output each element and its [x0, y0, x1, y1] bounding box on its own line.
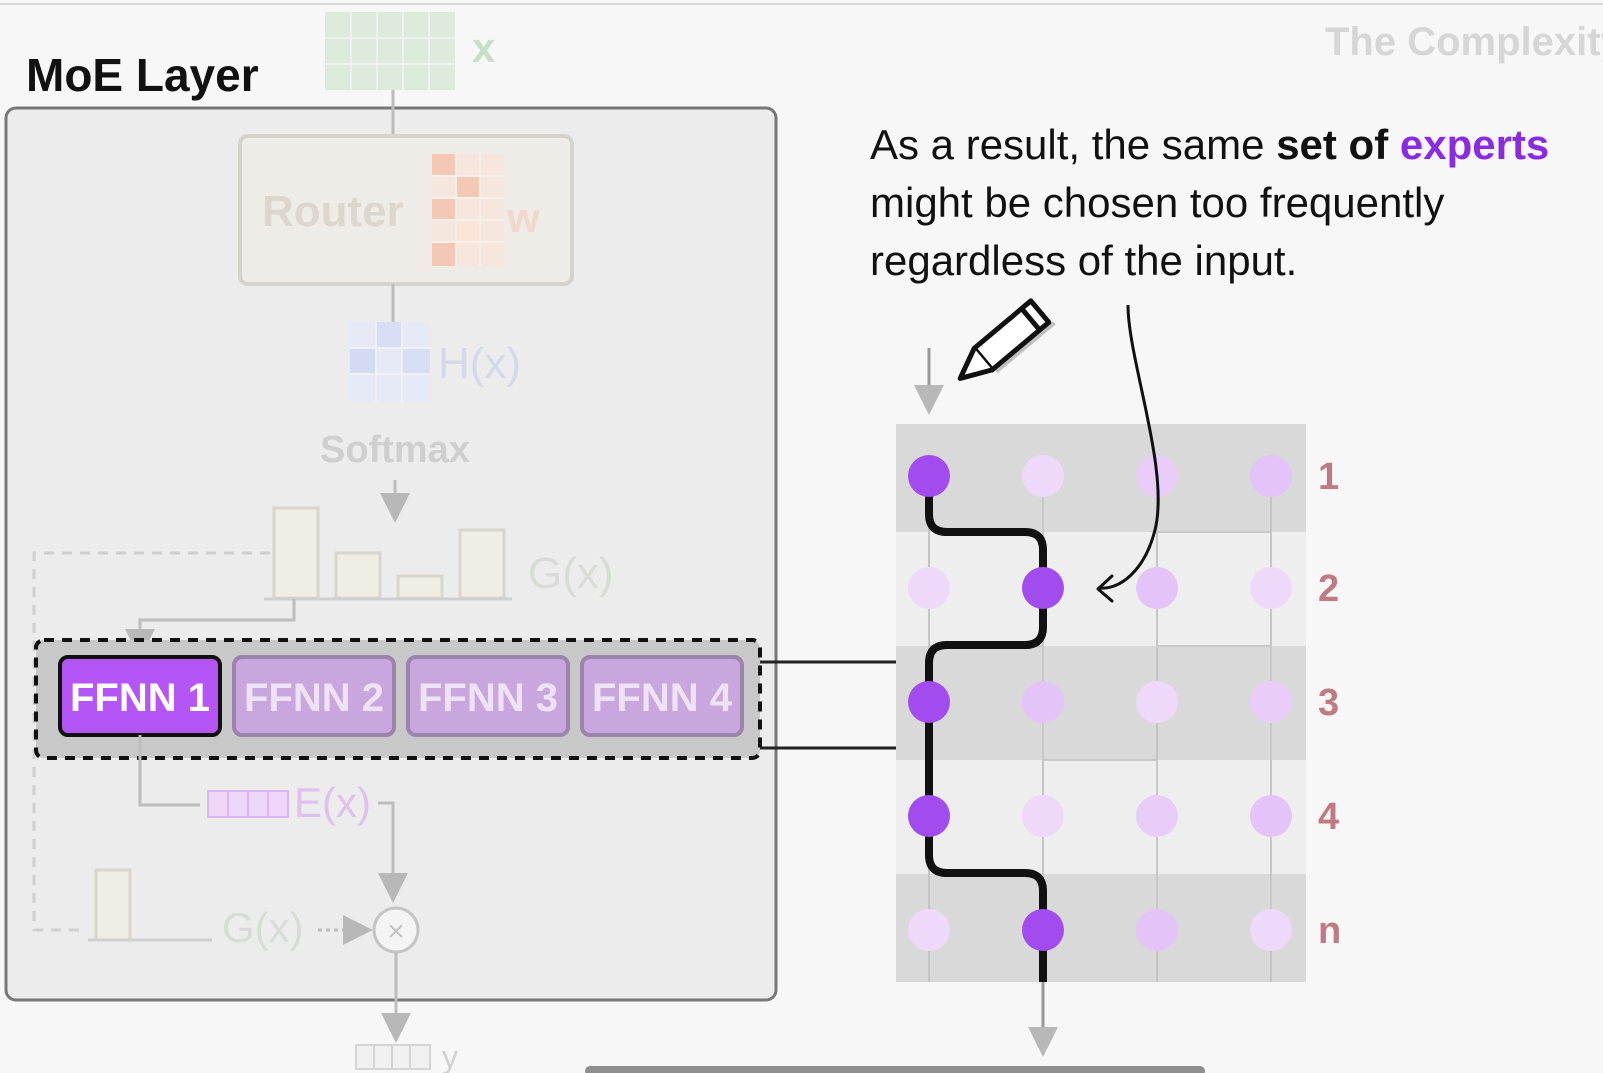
multiply-symbol: ×: [387, 915, 405, 948]
expert-dot: [1136, 909, 1178, 951]
expert-dot: [1022, 455, 1064, 497]
output-vector: [355, 1044, 431, 1070]
expert-dot: [1250, 455, 1292, 497]
caption-part2: might be chosen too frequently: [870, 179, 1445, 226]
grid-row-label: n: [1318, 910, 1341, 952]
annotation-arrowhead: [1096, 574, 1114, 603]
grid-row-label: 1: [1318, 456, 1339, 498]
caption-bold: set of: [1276, 121, 1400, 168]
caption-accent: experts: [1399, 121, 1550, 168]
bottom-gate-bar: [94, 868, 132, 942]
softmax-label: Softmax: [320, 429, 470, 471]
gate-bar-chart: [272, 506, 506, 600]
expert-dot: [1136, 795, 1178, 837]
ex-label: E(x): [294, 779, 371, 826]
expert-ffnn-4[interactable]: FFNN 4: [580, 655, 744, 737]
selected-expert-dot: [908, 795, 950, 837]
expert-dot: [1250, 909, 1292, 951]
selected-expert-dot: [908, 681, 950, 723]
gate-to-expert-connector: [125, 599, 296, 659]
expert-dot: [1022, 681, 1064, 723]
expert-label: FFNN 4: [592, 676, 733, 720]
expert-ffnn-3[interactable]: FFNN 3: [406, 655, 570, 737]
gate-dashed-path: [32, 551, 270, 932]
expert-dot: [1022, 795, 1064, 837]
ex-to-multiply-arrow: [378, 801, 408, 903]
moe-panel: [4, 106, 778, 1002]
multiply-icon: ×: [372, 906, 420, 954]
expert-label: FFNN 3: [418, 676, 558, 720]
annotation-arrow: [1099, 304, 1160, 590]
ex-vector: [207, 790, 289, 818]
expert-selection-grid: 1 2 3 4 n: [896, 424, 1341, 1057]
grid-row-band: [896, 760, 1306, 874]
selected-route-path: [925, 476, 1047, 982]
expert-dot: [1250, 795, 1292, 837]
grid-row-band: [896, 424, 1306, 532]
output-label: y: [442, 1039, 458, 1073]
grid-row-label: 3: [1318, 682, 1339, 724]
grid-row-band: [896, 874, 1306, 982]
scroll-indicator[interactable]: [585, 1066, 1205, 1073]
expert-dot: [1136, 681, 1178, 723]
slide-title-fragment: The Complexity: [1325, 20, 1603, 64]
weight-label: w: [506, 194, 540, 241]
caption-part3: regardless of the input.: [870, 237, 1298, 284]
expert-dot: [1250, 681, 1292, 723]
expert-dot: [908, 567, 950, 609]
grid-row-label: 4: [1318, 796, 1339, 838]
pencil-icon: [957, 298, 1056, 381]
caption: As a result, the same set of experts mig…: [870, 116, 1590, 290]
expert-label: FFNN 1: [70, 676, 210, 720]
hx-matrix: [350, 322, 430, 402]
expert-dot: [908, 909, 950, 951]
expert-ffnn-1[interactable]: FFNN 1: [58, 655, 222, 737]
selected-expert-dot: [1022, 567, 1064, 609]
expert-output-connector: [138, 735, 200, 807]
router-label: Router: [262, 187, 404, 236]
grid-row-label: 2: [1318, 568, 1339, 610]
input-matrix: [325, 12, 455, 90]
expert-ffnn-2[interactable]: FFNN 2: [232, 655, 396, 737]
bottom-gate-label: G(x): [222, 904, 304, 951]
hx-label: H(x): [438, 339, 521, 388]
expert-dot: [1136, 567, 1178, 609]
expert-label: FFNN 2: [244, 676, 384, 720]
selected-expert-dot: [1022, 909, 1064, 951]
input-label: x: [472, 24, 496, 71]
gate-label: G(x): [528, 549, 614, 598]
moe-layer-title: MoE Layer: [26, 49, 259, 101]
grid-row-band: [896, 646, 1306, 760]
router-weight-matrix: [432, 154, 504, 266]
selected-expert-dot: [908, 455, 950, 497]
caption-part1: As a result, the same: [870, 121, 1277, 168]
expert-dot: [1250, 567, 1292, 609]
